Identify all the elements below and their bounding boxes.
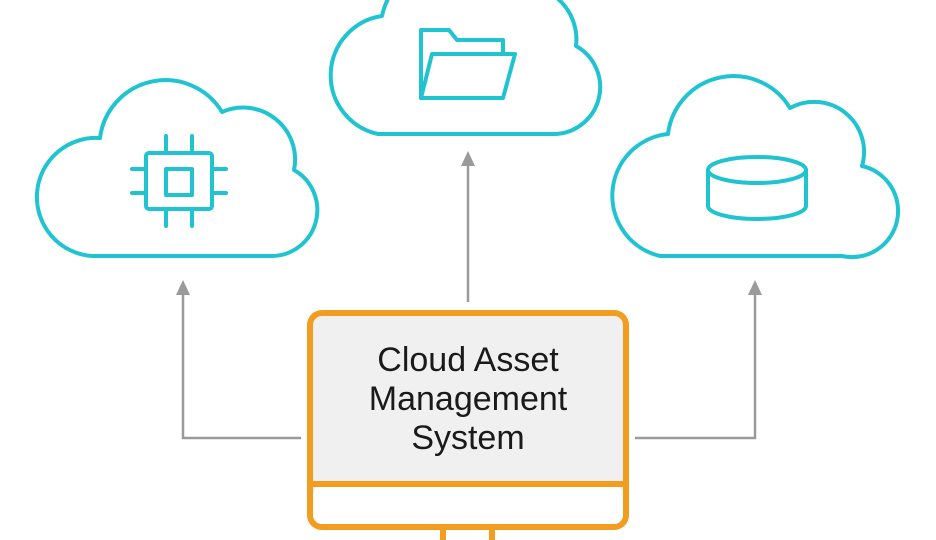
- monitor-bezel: [313, 486, 623, 524]
- cloud-outline-middle: [328, 0, 603, 136]
- system-title-line-1: Cloud Asset: [377, 341, 559, 379]
- system-title-line-2: Management: [369, 380, 568, 418]
- monitor-screen: [307, 310, 629, 530]
- cpu-chip-icon: [130, 134, 228, 228]
- connector-left: [176, 280, 301, 440]
- connector-middle: [461, 151, 475, 302]
- system-title-line-3: System: [411, 419, 524, 457]
- cloud-storage: [328, 0, 603, 136]
- database-icon: [706, 155, 808, 221]
- cloud-outline-right: [610, 74, 901, 260]
- folder-icon: [419, 28, 517, 100]
- cloud-database: [610, 74, 901, 260]
- cloud-compute: [34, 78, 320, 259]
- monitor: Cloud Asset Management System: [307, 310, 629, 540]
- connector-right: [635, 280, 762, 440]
